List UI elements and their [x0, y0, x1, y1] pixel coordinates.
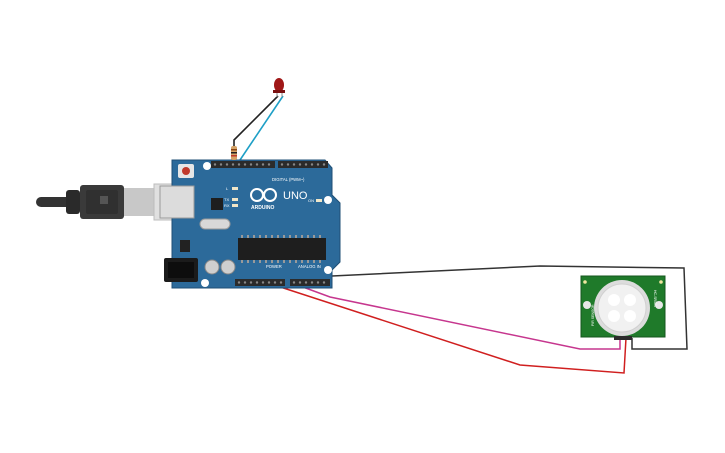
led-label-rx: RX [224, 203, 230, 208]
wire-led-anode[interactable] [239, 95, 284, 161]
pir-left-label: PIR SENSOR [591, 304, 595, 326]
arduino-brand: ARDUINO [251, 205, 274, 211]
capacitor-1 [204, 259, 220, 275]
label-analog: ANALOG IN [298, 264, 321, 269]
analog-header [290, 279, 330, 286]
wire-power-to-pir[interactable] [267, 282, 627, 374]
resistor-icon[interactable] [231, 146, 237, 160]
arduino-logo-icon [250, 188, 277, 202]
wire-ground-to-pir[interactable] [331, 265, 688, 350]
label-power: POWER [266, 264, 282, 269]
led-label-l: L [226, 186, 229, 191]
usb-port [159, 185, 195, 219]
usb-chip [211, 198, 223, 210]
led-icon[interactable] [273, 78, 285, 97]
wire-signal-to-pir[interactable] [291, 282, 621, 350]
arduino-model: UNO [283, 190, 308, 202]
pir-right-label: HC-SR501 [653, 290, 657, 307]
led-label-tx: TX [224, 197, 229, 202]
wire-led-cathode[interactable] [233, 95, 279, 160]
power-header [235, 279, 285, 286]
arduino-uno-board[interactable]: ARDUINO UNO DIGITAL (PWM~) POWER ANALOG … [159, 159, 341, 289]
digital-header [211, 161, 275, 168]
pir-sensor-icon[interactable]: PIR SENSOR HC-SR501 [580, 275, 666, 340]
atmega-chip [238, 238, 326, 260]
label-digital: DIGITAL (PWM~) [272, 177, 305, 182]
capacitor-2 [220, 259, 236, 275]
crystal [199, 218, 231, 230]
on-label: ON [308, 198, 314, 203]
